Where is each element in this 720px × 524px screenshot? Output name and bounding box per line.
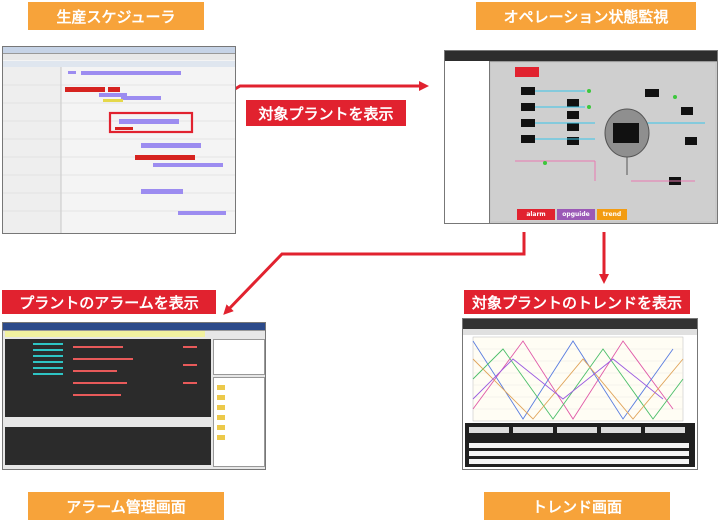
operation-title: オペレーション状態監視 [476,2,696,30]
opguide-button[interactable]: opguide [557,209,595,220]
scheduler-screenshot [2,46,236,234]
show-trend-label: 対象プラントのトレンドを表示 [464,290,690,314]
plant-diagram [515,87,705,185]
trend-screen-title: トレンド画面 [484,492,670,520]
trend-screenshot [462,318,698,470]
show-alarm-label: プラントのアラームを表示 [2,290,216,314]
operation-screenshot: alarm opguide trend [444,50,718,224]
show-plant-label: 対象プラントを表示 [246,100,406,126]
alarm-screen-title: アラーム管理画面 [28,492,224,520]
alarm-list [33,343,225,440]
gantt-chart [3,54,235,233]
trend-button[interactable]: trend [597,209,627,220]
alarm-button[interactable]: alarm [517,209,555,220]
trend-graph [465,336,695,467]
arrow-to-alarm [223,232,526,315]
target-plant-highlight [108,111,194,134]
alarm-screenshot [2,322,266,470]
scheduler-title: 生産スケジューラ [28,2,204,30]
